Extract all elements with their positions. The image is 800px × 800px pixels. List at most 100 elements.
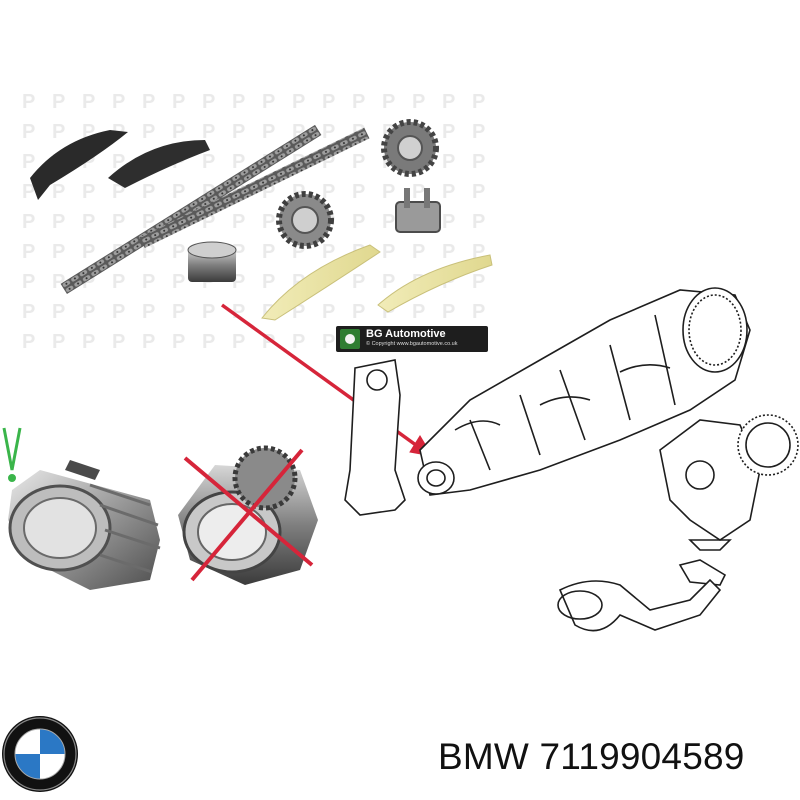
watermark-glyph: P xyxy=(82,301,95,323)
watermark-glyph: P xyxy=(232,331,245,353)
watermark-glyph: P xyxy=(262,211,275,233)
watermark-glyph: P xyxy=(322,121,335,143)
watermark-glyph: P xyxy=(472,121,485,143)
watermark-glyph: P xyxy=(202,121,215,143)
watermark-glyph: P xyxy=(382,211,395,233)
chain-tensioner xyxy=(395,188,441,233)
watermark-glyph: P xyxy=(472,91,485,113)
timing-chain-left xyxy=(60,124,322,295)
watermark-glyph: P xyxy=(382,241,395,263)
engine-diagram xyxy=(344,287,799,632)
chain-guide-upper-left xyxy=(30,130,128,200)
watermark-glyph: P xyxy=(52,271,65,293)
watermark-glyph: P xyxy=(322,331,335,353)
watermark-glyph: P xyxy=(172,181,185,203)
bga-badge-title: BG Automotive xyxy=(366,328,446,340)
watermark-glyph: P xyxy=(22,151,35,173)
watermark-glyph: P xyxy=(142,181,155,203)
watermark-glyph: P xyxy=(52,91,65,113)
watermark-glyph: P xyxy=(352,271,365,293)
watermark-glyph: P xyxy=(172,331,185,353)
part-number: 7119904589 xyxy=(539,736,745,777)
watermark-glyph: P xyxy=(22,211,35,233)
watermark-glyph: P xyxy=(112,271,125,293)
watermark-glyph: P xyxy=(202,151,215,173)
watermark-glyph: P xyxy=(232,151,245,173)
watermark-glyph: P xyxy=(202,331,215,353)
watermark-glyph: P xyxy=(22,91,35,113)
watermark-glyph: P xyxy=(382,91,395,113)
watermark-glyph: P xyxy=(412,181,425,203)
watermark-glyph: P xyxy=(52,241,65,263)
watermark-glyph: P xyxy=(82,241,95,263)
crankshaft-gear-small xyxy=(187,241,237,282)
watermark-glyph: P xyxy=(232,121,245,143)
watermark-glyph: P xyxy=(22,301,35,323)
watermark-glyph: P xyxy=(142,331,155,353)
watermark-glyph: P xyxy=(352,181,365,203)
watermark-glyph: P xyxy=(322,181,335,203)
watermark-glyph: P xyxy=(232,211,245,233)
watermark-glyph: P xyxy=(52,331,65,353)
watermark-glyph: P xyxy=(22,271,35,293)
watermark-glyph: P xyxy=(112,331,125,353)
chain-guide-upper-right xyxy=(108,140,210,188)
watermark-glyph: P xyxy=(52,301,65,323)
watermark-glyph: P xyxy=(352,91,365,113)
watermark-glyph: P xyxy=(352,301,365,323)
watermark-glyph: P xyxy=(172,301,185,323)
watermark-glyph: P xyxy=(82,91,95,113)
watermark-glyph: P xyxy=(472,211,485,233)
watermark-glyph: P xyxy=(442,151,455,173)
part-caption: BMW 7119904589 xyxy=(438,736,794,778)
bga-badge-copyright: © Copyright www.bgautomotive.co.uk xyxy=(366,341,458,347)
watermark-glyph: P xyxy=(442,241,455,263)
watermark-glyph: P xyxy=(202,91,215,113)
watermark-glyph: P xyxy=(292,91,305,113)
watermark-glyph: P xyxy=(22,241,35,263)
watermark-glyph: P xyxy=(472,301,485,323)
watermark-glyph: P xyxy=(232,91,245,113)
watermark-glyph: P xyxy=(442,121,455,143)
watermark-glyph: P xyxy=(52,121,65,143)
watermark-glyph: P xyxy=(82,181,95,203)
watermark-glyph: P xyxy=(412,91,425,113)
timing-chain-right xyxy=(139,127,370,248)
watermark-glyph: P xyxy=(112,301,125,323)
watermark-glyph: P xyxy=(352,151,365,173)
watermark-glyph: P xyxy=(442,301,455,323)
watermark-glyph: P xyxy=(22,181,35,203)
watermark-glyph: P xyxy=(112,91,125,113)
watermark-glyph: P xyxy=(262,91,275,113)
watermark-glyph: P xyxy=(142,271,155,293)
watermark-glyph: P xyxy=(22,121,35,143)
watermark-glyph: P xyxy=(322,91,335,113)
watermark-glyph: P xyxy=(442,181,455,203)
watermark-glyph: P xyxy=(22,331,35,353)
watermark-glyph: P xyxy=(52,211,65,233)
brand-name: BMW xyxy=(438,736,530,777)
crankshaft-gear-new xyxy=(8,460,161,590)
bmw-logo-icon xyxy=(2,716,78,792)
watermark-glyph: P xyxy=(112,211,125,233)
watermark-glyph: P xyxy=(412,241,425,263)
watermark-glyph: P xyxy=(142,121,155,143)
watermark-glyph: P xyxy=(472,151,485,173)
watermark-glyph: P xyxy=(292,331,305,353)
watermark-glyph: P xyxy=(352,211,365,233)
chain-guide-lower-left xyxy=(261,244,381,321)
watermark-glyph: P xyxy=(52,181,65,203)
watermark-glyph: P xyxy=(442,91,455,113)
bga-badge: BG Automotive © Copyright www.bgautomoti… xyxy=(336,326,488,352)
watermark-glyph: P xyxy=(142,301,155,323)
watermark-glyph: P xyxy=(472,181,485,203)
watermark-glyph: P xyxy=(412,301,425,323)
checkmark-icon xyxy=(2,427,22,482)
watermark-glyph: P xyxy=(382,181,395,203)
watermark-glyph: P xyxy=(82,331,95,353)
watermark-glyph: P xyxy=(442,211,455,233)
bga-logo-icon xyxy=(340,329,360,349)
watermark-glyph: P xyxy=(202,301,215,323)
watermark-glyph: P xyxy=(472,271,485,293)
